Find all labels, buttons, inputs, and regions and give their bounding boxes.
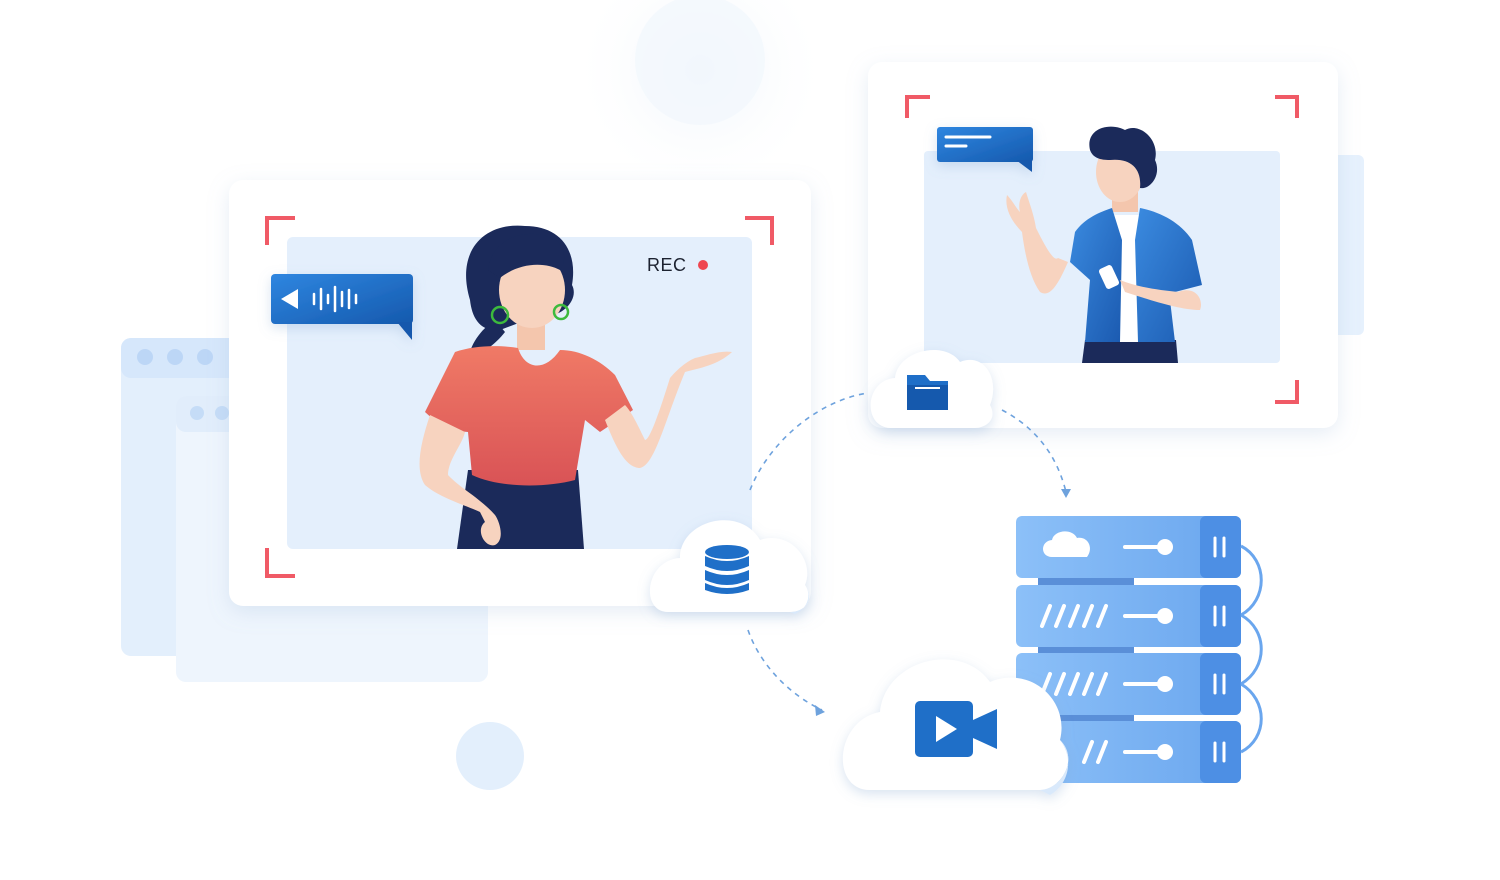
flow-connectors: [747, 392, 1067, 711]
decorative-circle: [456, 722, 524, 790]
man-presenter: [1006, 126, 1202, 363]
video-camera-icon: [915, 701, 997, 757]
frame-corners: [265, 216, 774, 578]
frame-corners-right: [905, 95, 1299, 404]
folder-icon: [907, 375, 948, 410]
database-icon: [705, 545, 749, 594]
server-rack: [1016, 516, 1263, 783]
chat-bubble-icon: [944, 135, 992, 148]
cloud-icon: [1043, 531, 1091, 557]
play-waveform-icon: [281, 285, 358, 313]
flow-arrowheads: [815, 489, 1071, 716]
woman-presenter: [419, 225, 732, 549]
rec-label: REC: [647, 255, 687, 275]
rec-indicator-dot: [698, 260, 708, 270]
